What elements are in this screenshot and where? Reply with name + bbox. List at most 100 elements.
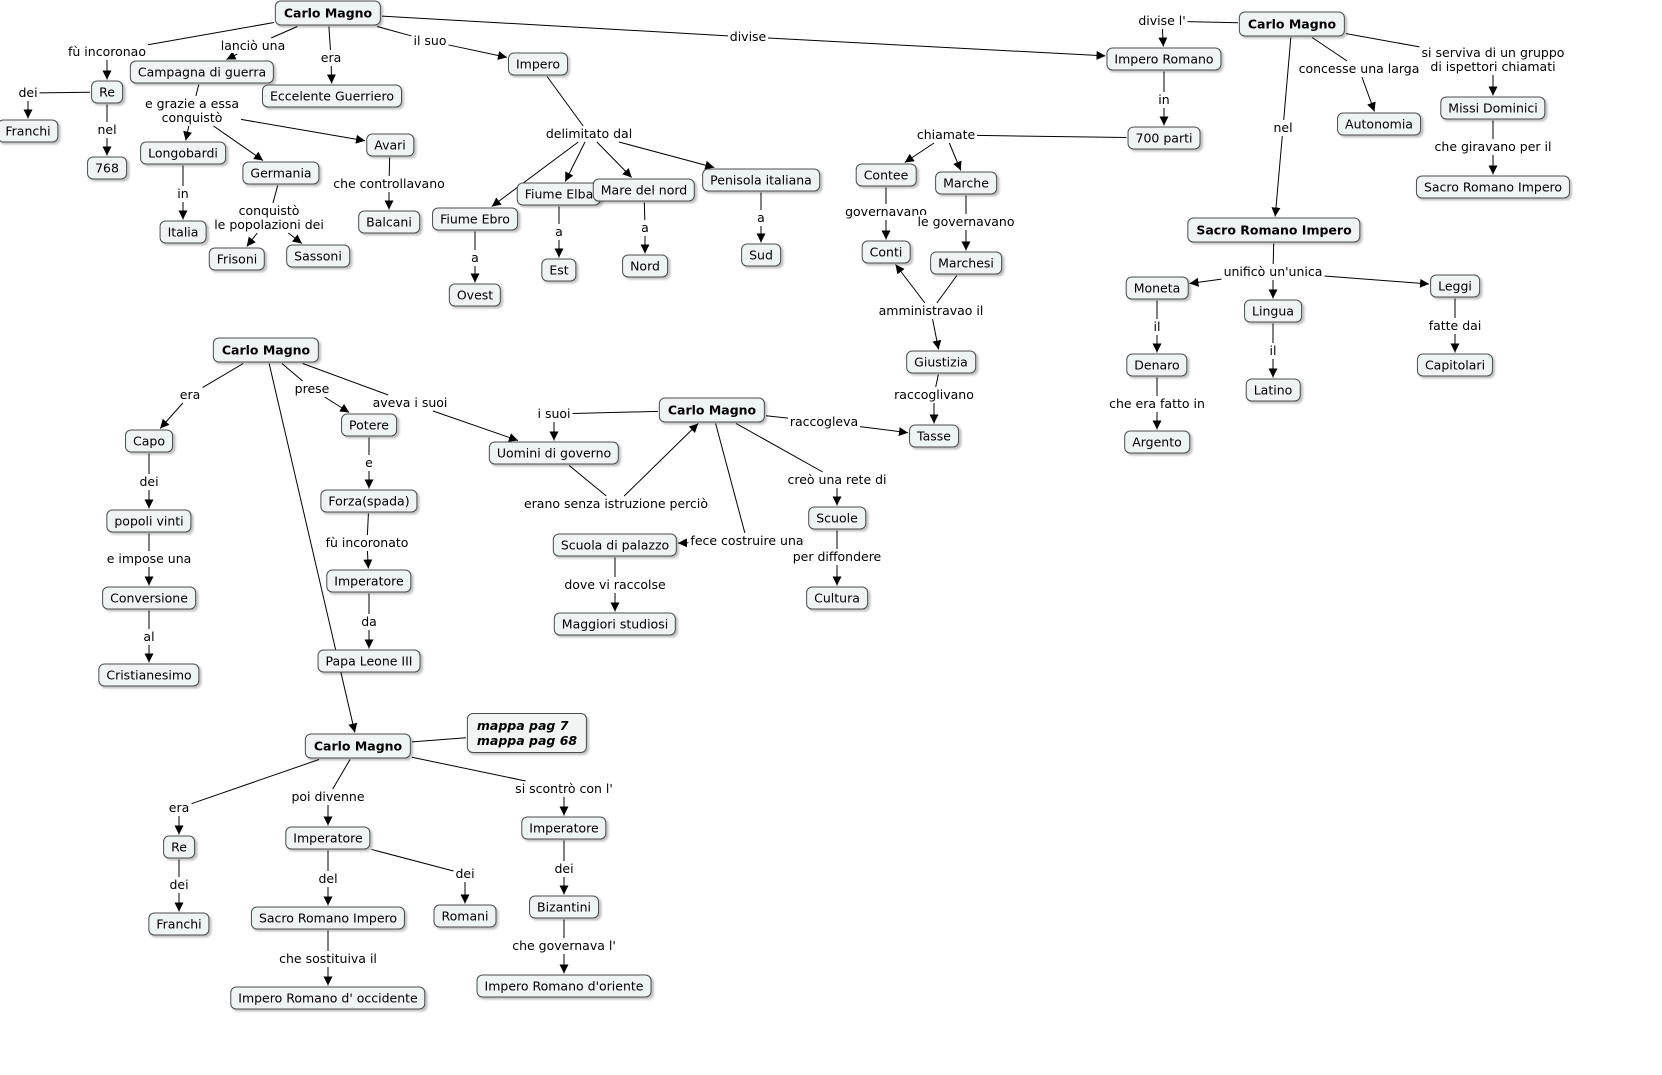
node-capo[interactable]: Capo (125, 429, 173, 453)
connector-line (765, 415, 789, 419)
link-label: era (167, 800, 191, 815)
link-label: dei (454, 866, 476, 881)
connector-arrow (895, 264, 926, 304)
node-tasse[interactable]: Tasse (909, 424, 959, 448)
node-mare-del-nord[interactable]: Mare del nord (592, 178, 696, 202)
page-reference-note[interactable]: mappa pag 7 mappa pag 68 (466, 713, 588, 753)
connector-arrow (904, 142, 935, 163)
node-scuole[interactable]: Scuole (808, 506, 866, 530)
node-768[interactable]: 768 (87, 156, 127, 180)
node-sacro-romano-impero[interactable]: Sacro Romano Impero (250, 906, 406, 930)
node-franchi[interactable]: Franchi (0, 119, 59, 143)
node-popoli-vinti[interactable]: popoli vinti (106, 509, 192, 533)
node-denaro[interactable]: Denaro (1126, 353, 1188, 377)
connector-arrow (564, 141, 586, 182)
node-contee[interactable]: Contee (855, 163, 917, 187)
node-forza-spada[interactable]: Forza(spada) (320, 489, 418, 513)
connector-line (195, 84, 200, 97)
node-eccelente-guerriero[interactable]: Eccelente Guerriero (261, 84, 403, 108)
node-carlo-magno[interactable]: Carlo Magno (658, 397, 766, 423)
link-label: fù incoronato (324, 535, 410, 550)
node-re[interactable]: Re (91, 80, 123, 104)
connector-line (377, 26, 412, 37)
connector-arrow (491, 141, 579, 207)
connector-arrow (623, 423, 699, 497)
node-argento[interactable]: Argento (1124, 430, 1190, 454)
node-conversione[interactable]: Conversione (102, 586, 196, 610)
node-longobardi[interactable]: Longobardi (140, 141, 226, 165)
connector-arrow (932, 318, 942, 350)
connector-arrow (1189, 277, 1222, 287)
node-uomini-di-governo[interactable]: Uomini di governo (488, 441, 620, 465)
node-bizantini[interactable]: Bizantini (529, 895, 599, 919)
node-romani[interactable]: Romani (433, 904, 497, 928)
link-label: in (176, 186, 190, 201)
node-carlo-magno[interactable]: Carlo Magno (1238, 11, 1346, 37)
node-700-parti[interactable]: 700 parti (1127, 126, 1201, 150)
connector-arrow (596, 141, 633, 178)
link-label: fù incoronao (67, 44, 147, 59)
node-franchi[interactable]: Franchi (148, 912, 210, 936)
link-label: che era fatto in (1108, 396, 1206, 411)
node-impero[interactable]: Impero (507, 52, 569, 76)
node-campagna-di-guerra[interactable]: Campagna di guerra (129, 60, 275, 84)
node-autonomia[interactable]: Autonomia (1337, 112, 1421, 136)
link-label: a (554, 224, 564, 239)
node-germania[interactable]: Germania (242, 161, 320, 185)
node-impero-romano-d-oriente[interactable]: Impero Romano d'oriente (476, 974, 652, 998)
link-label: dei (168, 877, 190, 892)
node-carlo-magno[interactable]: Carlo Magno (212, 337, 320, 363)
node-imperatore[interactable]: Imperatore (285, 826, 371, 850)
node-carlo-magno[interactable]: Carlo Magno (304, 733, 412, 759)
node-marchesi[interactable]: Marchesi (930, 251, 1002, 275)
link-label: dove vi raccolse (563, 577, 667, 592)
node-ovest[interactable]: Ovest (448, 283, 502, 307)
link-label: nel (96, 122, 118, 137)
node-cristianesimo[interactable]: Cristianesimo (98, 663, 200, 687)
node-fiume-elba[interactable]: Fiume Elba (516, 182, 602, 206)
node-potere[interactable]: Potere (341, 413, 397, 437)
node-sud[interactable]: Sud (741, 243, 781, 267)
node-balcani[interactable]: Balcani (358, 210, 420, 234)
node-italia[interactable]: Italia (159, 220, 207, 244)
node-papa-leone-iii[interactable]: Papa Leone III (317, 649, 421, 673)
connector-line (568, 465, 607, 497)
connector-line (272, 185, 279, 204)
node-impero-romano[interactable]: Impero Romano (1106, 47, 1222, 71)
node-giustizia[interactable]: Giustizia (906, 350, 976, 374)
node-nord[interactable]: Nord (622, 254, 668, 278)
link-label: raccogleva (788, 414, 860, 429)
node-frisoni[interactable]: Frisoni (208, 247, 266, 271)
node-moneta[interactable]: Moneta (1125, 276, 1189, 300)
node-missi-dominici[interactable]: Missi Dominici (1440, 96, 1546, 120)
node-fiume-ebro[interactable]: Fiume Ebro (432, 207, 518, 231)
node-capitolari[interactable]: Capitolari (1416, 353, 1494, 377)
link-label: prese (293, 381, 331, 396)
link-label: per diffondere (791, 549, 883, 564)
node-lingua[interactable]: Lingua (1244, 299, 1302, 323)
node-scuola-di-palazzo[interactable]: Scuola di palazzo (552, 533, 678, 557)
connector-line (715, 423, 746, 534)
node-maggiori-studiosi[interactable]: Maggiori studiosi (553, 612, 677, 636)
node-sacro-romano-impero[interactable]: Sacro Romano Impero (1187, 217, 1361, 243)
node-penisola-italiana[interactable]: Penisola italiana (702, 168, 820, 192)
node-re[interactable]: Re (163, 835, 195, 859)
node-impero-romano-d-occidente[interactable]: Impero Romano d' occidente (230, 986, 426, 1010)
node-est[interactable]: Est (541, 258, 577, 282)
link-label: del (317, 871, 339, 886)
node-imperatore[interactable]: Imperatore (326, 569, 412, 593)
node-sassoni[interactable]: Sassoni (286, 244, 350, 268)
node-latino[interactable]: Latino (1245, 378, 1301, 402)
link-label: divise l' (1137, 13, 1187, 28)
node-carlo-magno[interactable]: Carlo Magno (274, 0, 382, 26)
node-leggi[interactable]: Leggi (1430, 274, 1480, 298)
node-avari[interactable]: Avari (366, 133, 414, 157)
connector-arrow (448, 44, 508, 60)
node-imperatore[interactable]: Imperatore (521, 816, 607, 840)
link-label: che governava l' (511, 938, 617, 953)
node-marche[interactable]: Marche (935, 171, 997, 195)
node-sacro-romano-impero[interactable]: Sacro Romano Impero (1415, 175, 1571, 199)
node-conti[interactable]: Conti (861, 240, 911, 264)
link-label: raccoglivano (893, 387, 975, 402)
node-cultura[interactable]: Cultura (806, 586, 868, 610)
